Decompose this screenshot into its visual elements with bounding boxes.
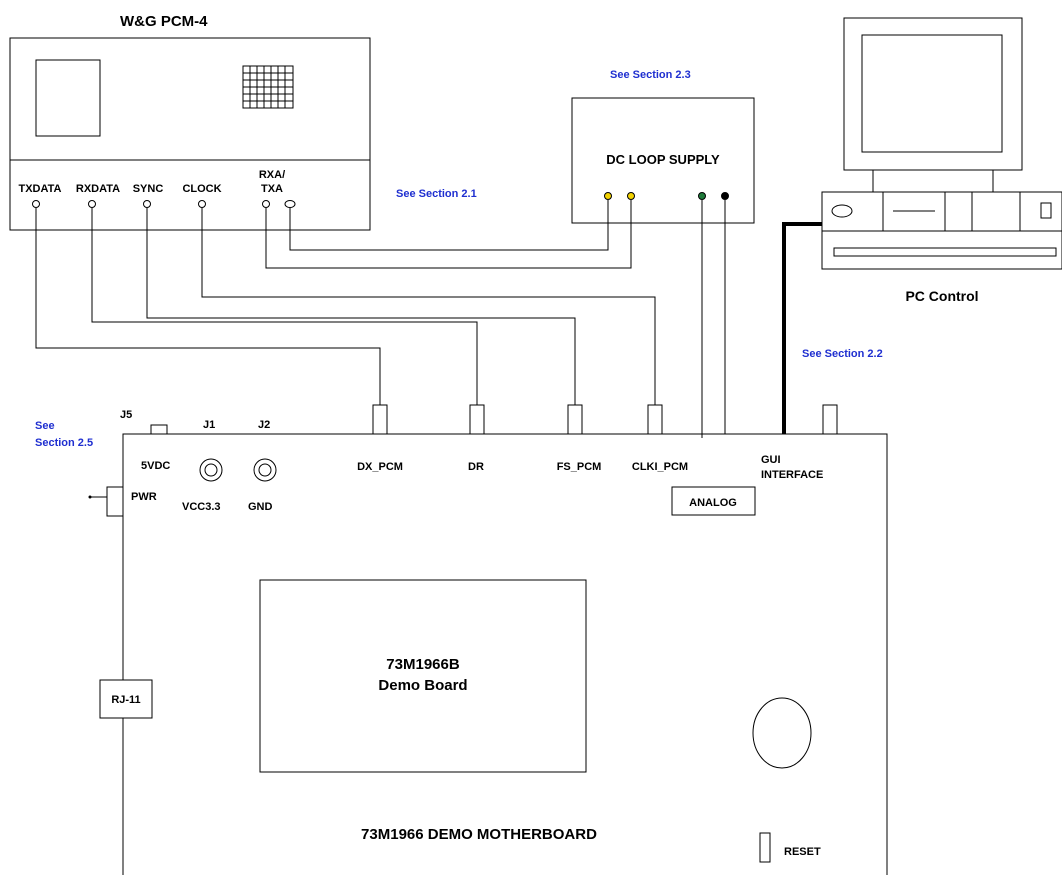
dc-terminal-2 xyxy=(627,192,635,200)
wg-pin-txa: TXA xyxy=(261,183,283,195)
fs-pcm-header xyxy=(567,404,583,435)
dr-header xyxy=(469,404,485,435)
pc-computer-icon xyxy=(821,17,1062,270)
motherboard-outline xyxy=(122,433,888,875)
see-section-2-5-line2: Section 2.5 xyxy=(35,437,93,449)
wg-keypad-icon xyxy=(242,65,294,109)
dc-terminal-4 xyxy=(721,192,729,200)
rj11-jack xyxy=(99,679,153,719)
j5-connector xyxy=(150,424,168,435)
see-section-2-3: See Section 2.3 xyxy=(610,69,691,81)
wg-title: W&G PCM-4 xyxy=(120,13,208,30)
analog-label: ANALOG xyxy=(689,497,737,509)
demo-board-title: 73M1966B xyxy=(386,656,460,673)
demo-board-subtitle: Demo Board xyxy=(378,677,467,694)
dx-pcm-label: DX_PCM xyxy=(357,461,403,473)
clki-pcm-label: CLKI_PCM xyxy=(632,461,688,473)
j2-label: J2 xyxy=(258,419,270,431)
signal-wires xyxy=(35,200,726,438)
demo-board-box xyxy=(259,579,587,773)
5vdc-label: 5VDC xyxy=(141,460,170,472)
wg-pin-txdata: TXDATA xyxy=(19,183,62,195)
vcc33-label: VCC3.3 xyxy=(182,501,221,513)
see-section-2-5-line1: See xyxy=(35,420,55,432)
vcc33-jack-icon xyxy=(199,458,223,482)
pwr-label: PWR xyxy=(131,491,157,503)
gui-cable xyxy=(782,222,822,434)
dx-pcm-header xyxy=(372,404,388,435)
gnd-jack-icon xyxy=(253,458,277,482)
wg-screen xyxy=(35,59,101,137)
rj11-label: RJ-11 xyxy=(111,694,140,706)
analog-box xyxy=(671,486,756,516)
reset-button xyxy=(759,832,771,863)
j5-label: J5 xyxy=(120,409,132,421)
motherboard-title: 73M1966 DEMO MOTHERBOARD xyxy=(361,826,597,843)
dc-terminal-3 xyxy=(698,192,706,200)
reset-label: RESET xyxy=(784,846,821,858)
wg-pin-sync: SYNC xyxy=(133,183,164,195)
pwr-wire-end xyxy=(88,495,92,499)
extra-header xyxy=(822,404,838,435)
clki-pcm-header xyxy=(647,404,663,435)
gnd-label: GND xyxy=(248,501,273,513)
j1-label: J1 xyxy=(203,419,215,431)
wg-pin-rxa: RXA/ xyxy=(259,169,285,181)
see-section-2-2: See Section 2.2 xyxy=(802,348,883,360)
dc-loop-supply-label: DC LOOP SUPPLY xyxy=(606,152,720,167)
wg-pin-rxdata: RXDATA xyxy=(76,183,120,195)
round-component xyxy=(752,697,812,769)
pwr-jack xyxy=(106,486,124,517)
wg-connectors xyxy=(32,200,296,208)
see-section-2-1: See Section 2.1 xyxy=(396,188,477,200)
dr-label: DR xyxy=(468,461,484,473)
wg-pin-clock: CLOCK xyxy=(182,183,221,195)
gui-label-line1: GUI xyxy=(761,454,781,466)
gui-label-line2: INTERFACE xyxy=(761,469,823,481)
fs-pcm-label: FS_PCM xyxy=(557,461,602,473)
dc-loop-supply-box xyxy=(571,97,755,224)
pc-control-label: PC Control xyxy=(905,288,978,304)
dc-terminal-1 xyxy=(604,192,612,200)
